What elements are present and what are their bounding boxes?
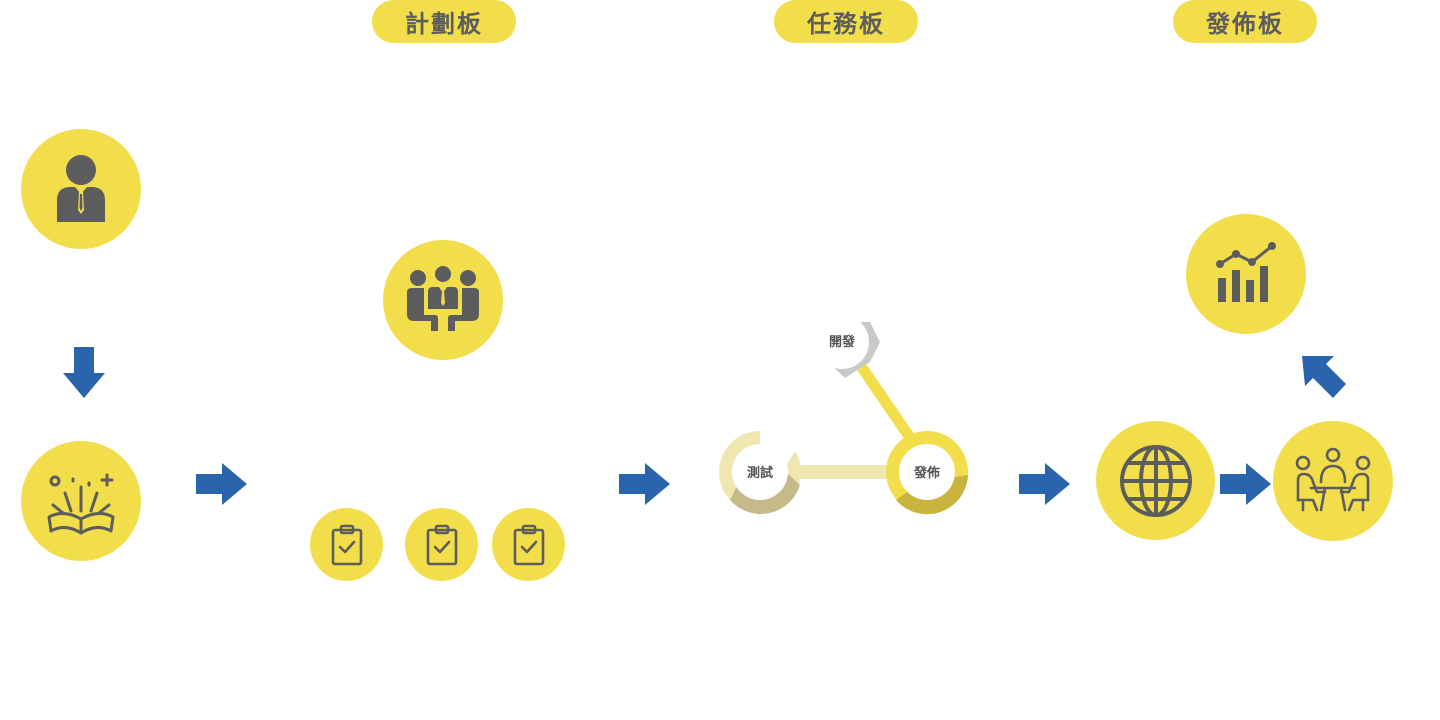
release-board-header: 發佈板	[1173, 0, 1317, 43]
globe-circle	[1096, 421, 1215, 540]
team-meeting-icon	[407, 266, 479, 331]
planning-board-header: 計劃板	[372, 0, 516, 43]
release-board-label: 發佈板	[1206, 10, 1284, 38]
task-board-label: 任務板	[807, 10, 885, 38]
book-idea-circle	[21, 441, 141, 561]
right-arrow-icon-2	[619, 463, 670, 505]
clipboard-check-icon	[513, 524, 544, 565]
clipboard-check-icon	[426, 524, 457, 565]
group-discussion-icon	[1295, 447, 1371, 512]
up-left-arrow-icon	[1302, 356, 1346, 398]
right-arrow-icon-1	[196, 463, 247, 505]
clipboard-circle-2	[405, 508, 478, 581]
right-arrow-icon-3	[1019, 463, 1070, 505]
businessman-icon	[57, 155, 105, 222]
clipboard-check-icon	[331, 524, 362, 565]
right-arrow-icon-4	[1220, 463, 1271, 505]
clipboard-circle-3	[492, 508, 565, 581]
develop-label: 開發	[829, 334, 855, 350]
task-board-header: 任務板	[774, 0, 918, 43]
analytics-chart-icon	[1216, 242, 1276, 302]
planning-board-label: 計劃板	[405, 10, 483, 38]
globe-icon	[1119, 444, 1192, 517]
dev-cycle-diagram: 開發 測試 發佈	[719, 315, 968, 515]
analytics-circle	[1186, 214, 1306, 334]
release-node: 發佈	[886, 431, 968, 515]
clipboard-circle-1	[310, 508, 383, 581]
team-meeting-circle	[383, 240, 503, 360]
open-book-idea-icon	[47, 473, 115, 535]
group-discussion-circle	[1273, 421, 1393, 541]
release-label: 發佈	[913, 465, 940, 481]
down-arrow-icon	[63, 347, 105, 398]
test-label: 測試	[747, 465, 773, 481]
develop-node: 開發	[815, 315, 880, 378]
test-node: 測試	[719, 430, 801, 514]
businessman-circle	[21, 129, 141, 249]
